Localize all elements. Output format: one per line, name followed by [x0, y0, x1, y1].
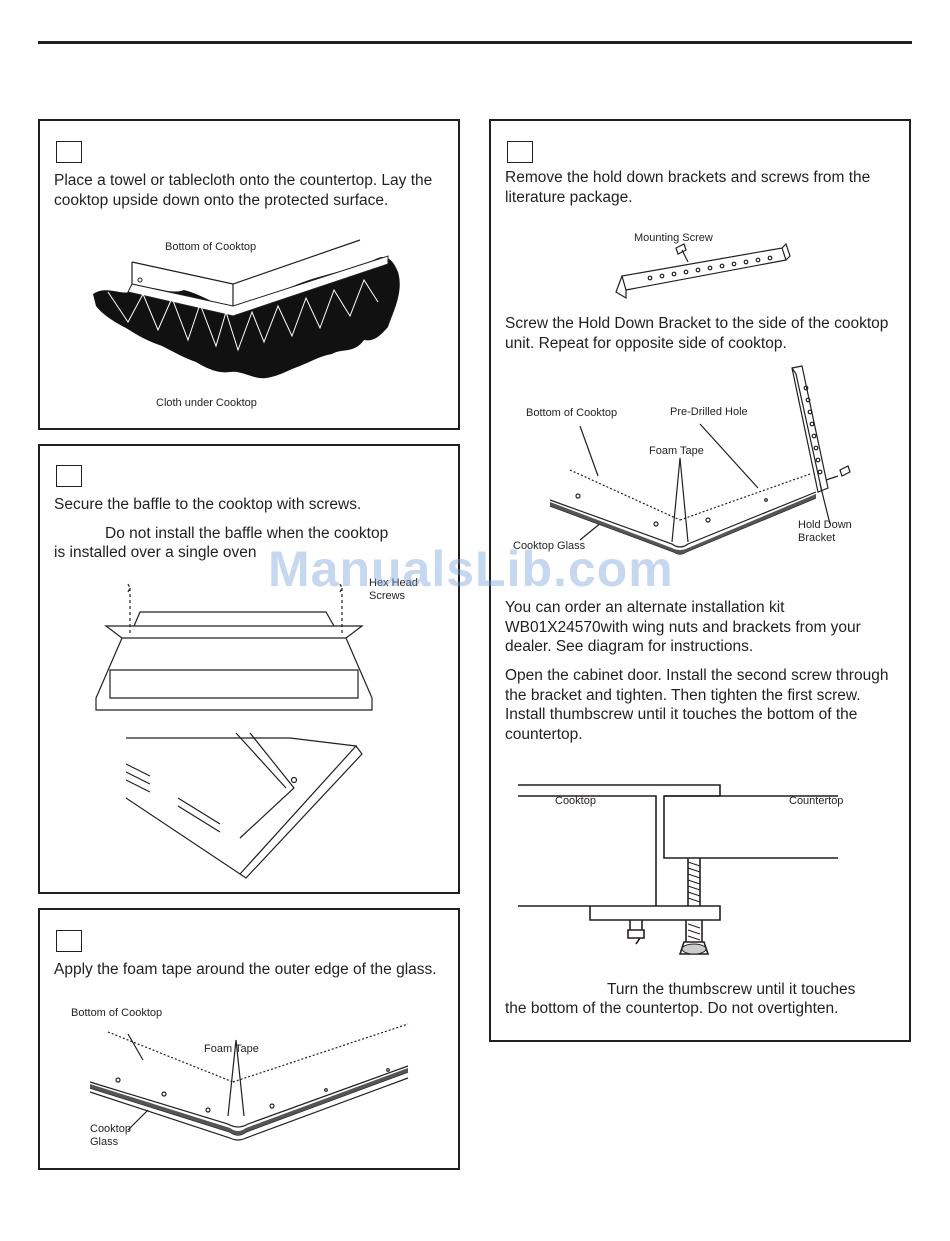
label-hex-head: Hex Head [369, 577, 418, 589]
bracket-screw-instruction: Screw the Hold Down Bracket to the side … [505, 315, 889, 352]
baffle-note-line2: is installed over a single oven [54, 544, 257, 561]
foam-tape-instruction: Apply the foam tape around the outer edg… [54, 961, 437, 978]
label-screws: Screws [369, 590, 406, 602]
step-number-box [507, 141, 533, 163]
baffle-instruction: Secure the baffle to the cooktop with sc… [54, 496, 362, 513]
label-cooktop-glass: Cooktop Glass [513, 540, 586, 552]
label-hold-down-line1: Hold Down [798, 519, 852, 531]
step-number-box [56, 930, 82, 952]
label-pre-drilled-hole: Pre-Drilled Hole [670, 406, 748, 418]
label-bottom-of-cooktop: Bottom of Cooktop [71, 1007, 163, 1019]
thumbscrew-section-illustration [518, 784, 838, 955]
thumbscrew-note-line1: Turn the thumbscrew until it touches [607, 981, 856, 998]
manualslib-watermark: ManualsLib.com [268, 541, 674, 597]
step-number-box [56, 465, 82, 487]
bracket-mounting-illustration [549, 365, 851, 555]
label-foam-tape: Foam Tape [204, 1043, 259, 1055]
thumbscrew-note-line2: the bottom of the countertop. Do not ove… [505, 1000, 839, 1017]
label-mounting-screw: Mounting Screw [634, 232, 713, 244]
panel-foam-tape-step [38, 908, 460, 1170]
label-cloth-under-cooktop: Cloth under Cooktop [156, 397, 257, 409]
cabinet-instruction: Open the cabinet door. Install the secon… [505, 667, 889, 743]
step-number-box [56, 141, 82, 163]
baffle-illustration [95, 583, 373, 879]
label-cooktop-glass-line1: Cooktop [90, 1123, 131, 1135]
bracket-remove-instruction: Remove the hold down brackets and screws… [505, 169, 871, 206]
towel-instruction: Place a towel or tablecloth onto the cou… [54, 172, 433, 209]
label-bottom-of-cooktop: Bottom of Cooktop [526, 407, 618, 419]
top-rule [38, 41, 912, 44]
label-hold-down-line2: Bracket [798, 532, 836, 544]
foam-tape-illustration [89, 1023, 409, 1141]
label-cooktop: Cooktop [555, 795, 596, 807]
bracket-parts-illustration [615, 242, 791, 300]
towel-illustration [93, 239, 400, 379]
label-cooktop-glass-line2: Glass [90, 1136, 119, 1148]
baffle-note-line1: Do not install the baffle when the cookt… [105, 525, 389, 542]
alternate-kit-instruction: You can order an alternate installation … [505, 599, 861, 655]
label-bottom-of-cooktop: Bottom of Cooktop [165, 241, 257, 253]
label-foam-tape: Foam Tape [649, 445, 704, 457]
label-countertop: Countertop [789, 795, 844, 807]
